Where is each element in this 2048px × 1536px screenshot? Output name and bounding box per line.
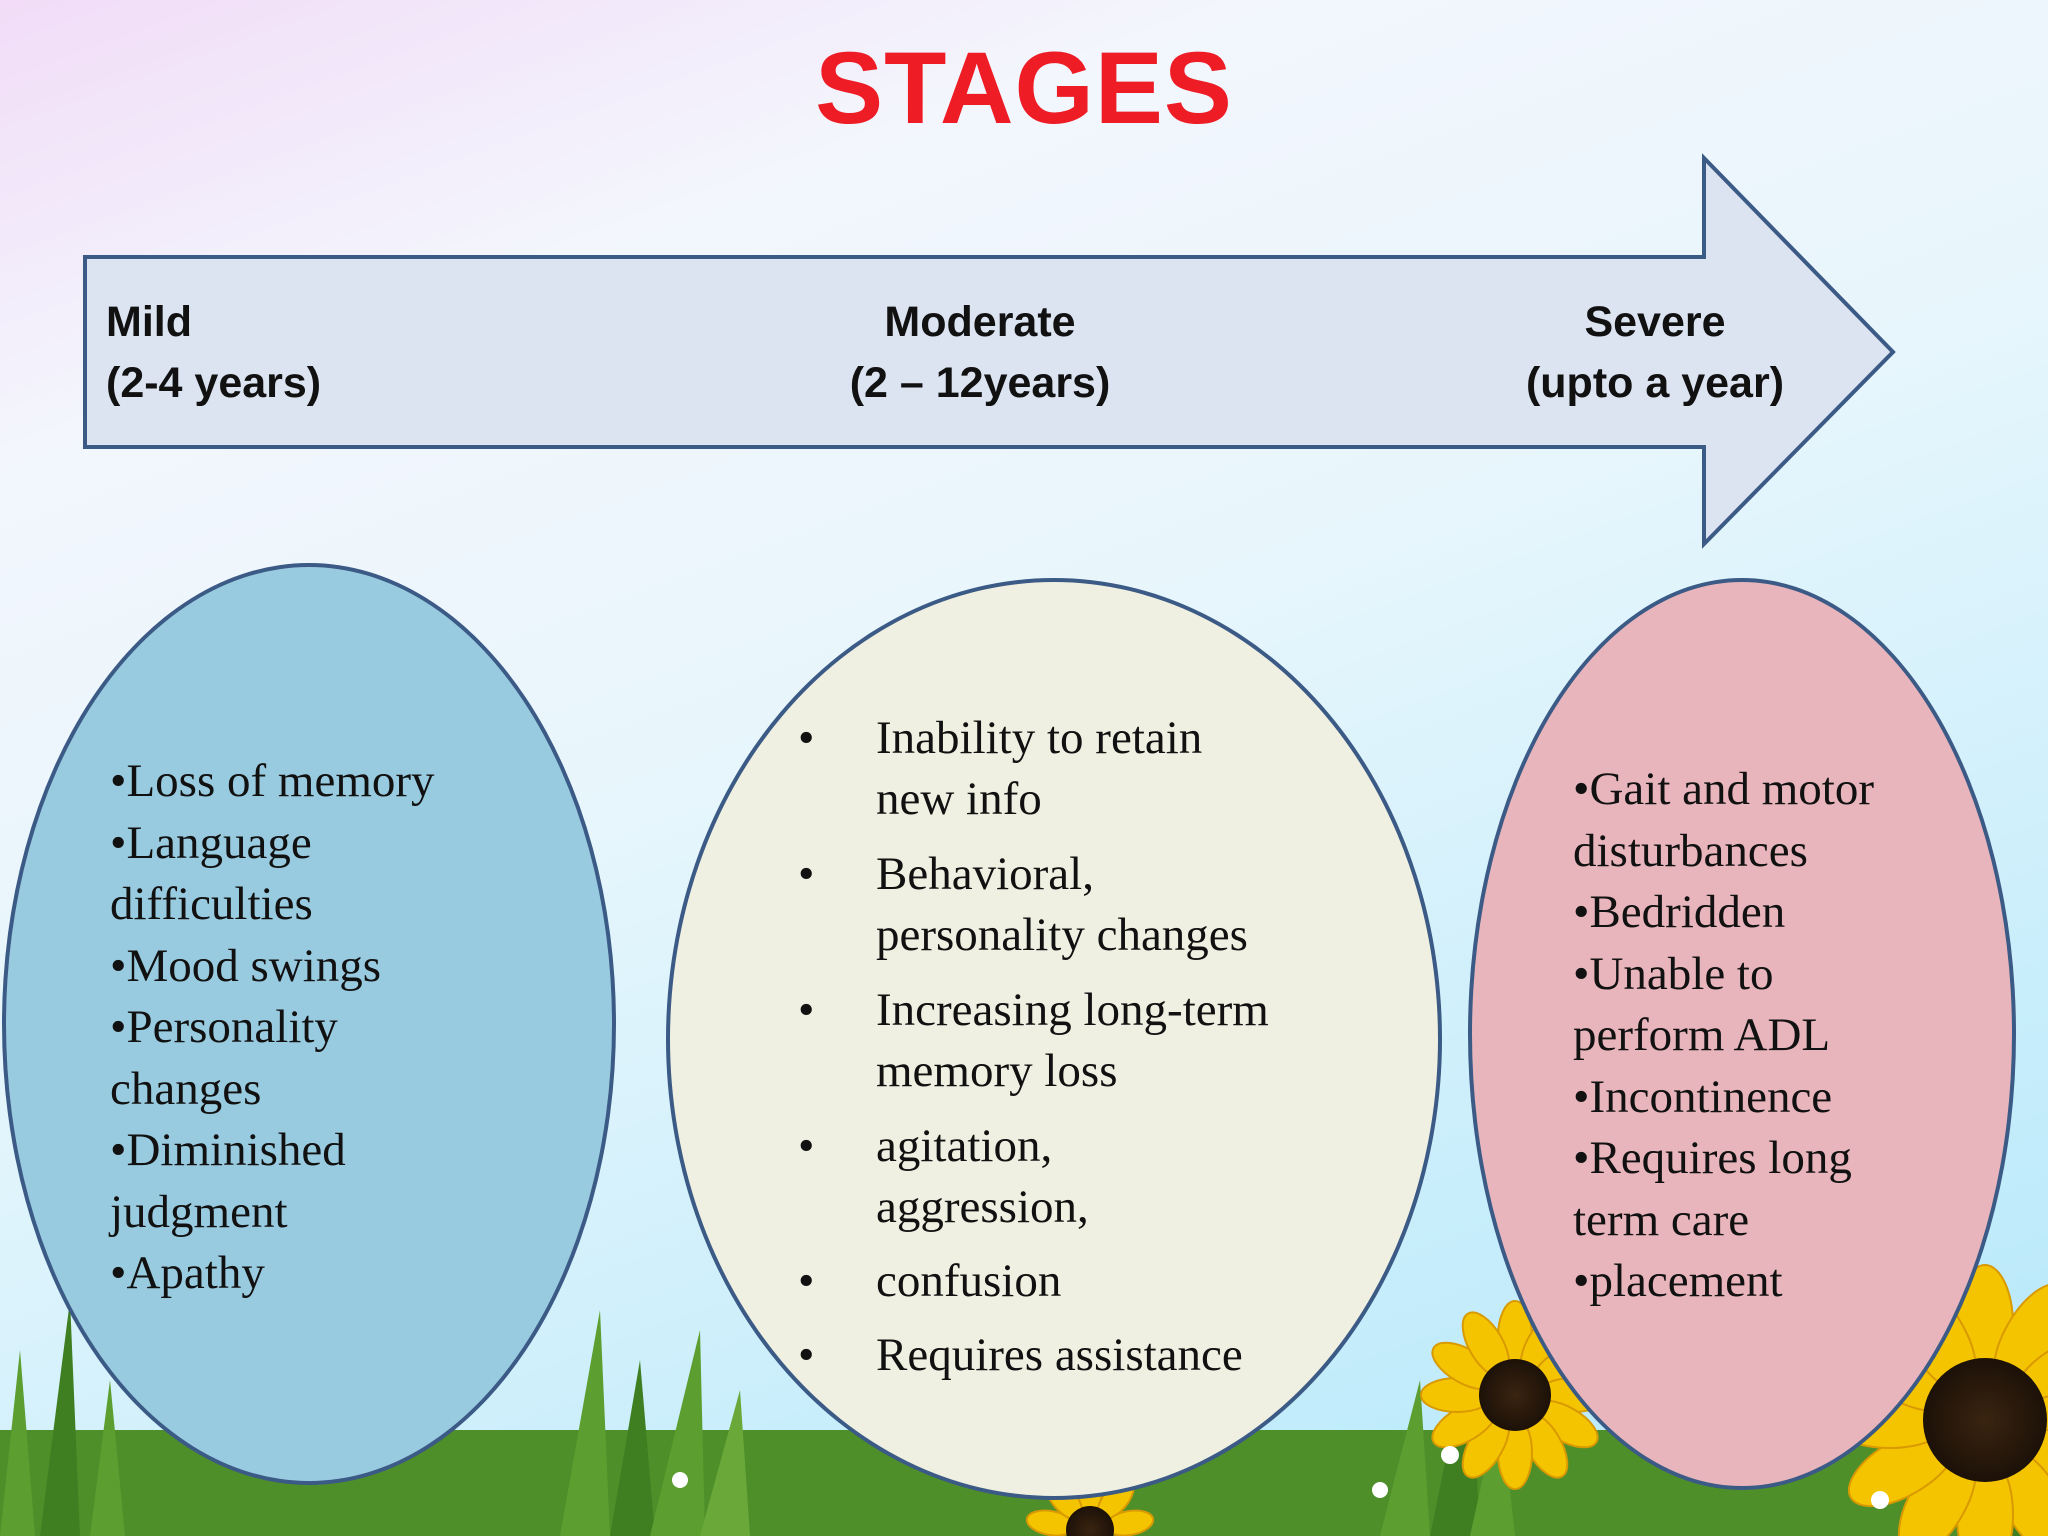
list-item-text: personality changes <box>876 909 1248 961</box>
stage-duration-severe: (upto a year) <box>1525 359 1785 407</box>
bullet: • <box>798 848 815 900</box>
stage-name-moderate: Moderate <box>884 298 1076 346</box>
list-item: disturbances <box>1573 824 1808 877</box>
stage-label-mild: Mild (2-4 years) <box>106 292 321 414</box>
stage-label-moderate: Moderate (2 – 12years) <box>780 292 1180 414</box>
list-item: •Personality <box>110 1001 338 1053</box>
list-item-text: aggression, <box>876 1181 1089 1233</box>
stage-name-mild: Mild <box>106 298 192 346</box>
list-item-text: Requires assistance <box>876 1329 1243 1381</box>
list-item: •Apathy <box>110 1247 265 1299</box>
list-item: •Requires long <box>1573 1132 1852 1184</box>
list-item: •Loss of memory <box>110 755 435 807</box>
list-item: judgment <box>110 1185 288 1238</box>
stage-oval-mild <box>2 563 616 1485</box>
list-item: •Diminished <box>110 1124 346 1176</box>
bullet: • <box>798 984 815 1036</box>
bullet: • <box>798 1329 815 1381</box>
list-item: changes <box>110 1062 262 1115</box>
list-item: •Gait and motor <box>1573 763 1875 815</box>
stage-label-severe: Severe (upto a year) <box>1450 292 1860 414</box>
bullet: • <box>798 712 815 764</box>
stage-duration-moderate: (2 – 12years) <box>849 359 1111 407</box>
small-flowers <box>672 1446 1889 1509</box>
stage-oval-moderate <box>666 578 1442 1500</box>
list-item-text: agitation, <box>876 1120 1053 1172</box>
slide-title: STAGES <box>815 31 1233 145</box>
severe-symptom-list: •Gait and motor disturbances •Bedridden … <box>1573 759 1874 1313</box>
list-item-text: Inability to retain <box>876 712 1203 764</box>
list-item-text: Increasing long-term <box>876 984 1269 1036</box>
bullet: • <box>798 1255 815 1307</box>
bullet: • <box>798 1120 815 1172</box>
timeline-arrow-shape <box>83 153 1896 549</box>
stage-duration-mild: (2-4 years) <box>106 359 322 407</box>
list-item: •Mood swings <box>110 939 382 992</box>
list-item: •Bedridden <box>1573 886 1786 938</box>
list-item: •placement <box>1573 1255 1783 1307</box>
list-item-text: Behavioral, <box>876 848 1094 900</box>
list-item: difficulties <box>110 878 313 930</box>
stage-name-severe: Severe <box>1584 298 1726 346</box>
list-item-text: confusion <box>876 1255 1062 1307</box>
mild-symptom-list: •Loss of memory •Language difficulties •… <box>110 751 435 1305</box>
list-item: •Incontinence <box>1573 1070 1833 1123</box>
list-item-text: new info <box>876 773 1042 825</box>
list-item: •Language <box>110 816 312 869</box>
list-item: perform ADL <box>1573 1009 1831 1061</box>
list-item: term care <box>1573 1193 1750 1246</box>
list-item-text: memory loss <box>876 1045 1118 1097</box>
list-item: •Unable to <box>1573 947 1774 1000</box>
stage-oval-severe <box>1468 578 2016 1490</box>
